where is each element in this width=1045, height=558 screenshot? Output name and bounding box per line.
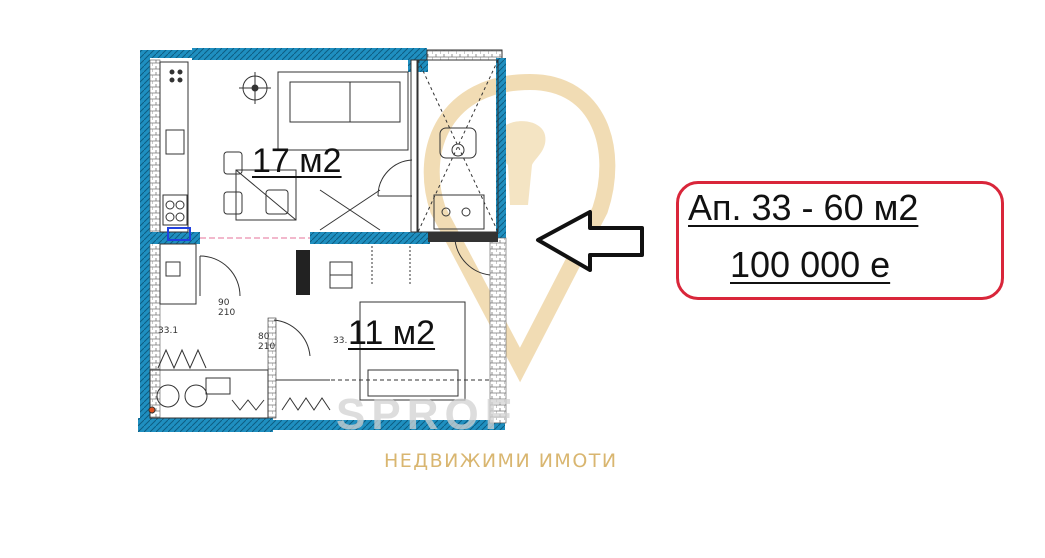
room-tag-1: 33.1 <box>158 326 179 336</box>
sofa <box>277 71 409 151</box>
room-area-living: 17 м2 <box>252 142 342 180</box>
agency-subtitle: НЕДВИЖИМИ ИМОТИ <box>384 450 618 472</box>
apartment-title: Ап. 33 - 60 м2 <box>688 187 919 228</box>
ceiling-light-icon <box>239 72 271 104</box>
kitchen-unit <box>159 61 191 241</box>
dining-table <box>223 151 297 221</box>
door-dimension-1: 90 210 <box>218 298 236 318</box>
agency-brand-watermark: SPROF <box>336 390 518 439</box>
door-dimension-2: 80 210 <box>258 332 276 352</box>
door-swings <box>199 159 491 357</box>
watermark-pin-icon <box>423 73 616 383</box>
hall-storage <box>148 243 269 419</box>
apartment-price: 100 000 е <box>730 244 891 285</box>
apartment-info-box <box>676 181 1004 300</box>
bathroom <box>417 59 499 233</box>
room-area-bedroom: 11 м2 <box>348 314 436 352</box>
bedroom-furniture <box>276 246 490 411</box>
pointer-arrow-icon <box>536 210 644 272</box>
room-tag-2: 33. <box>333 336 348 346</box>
